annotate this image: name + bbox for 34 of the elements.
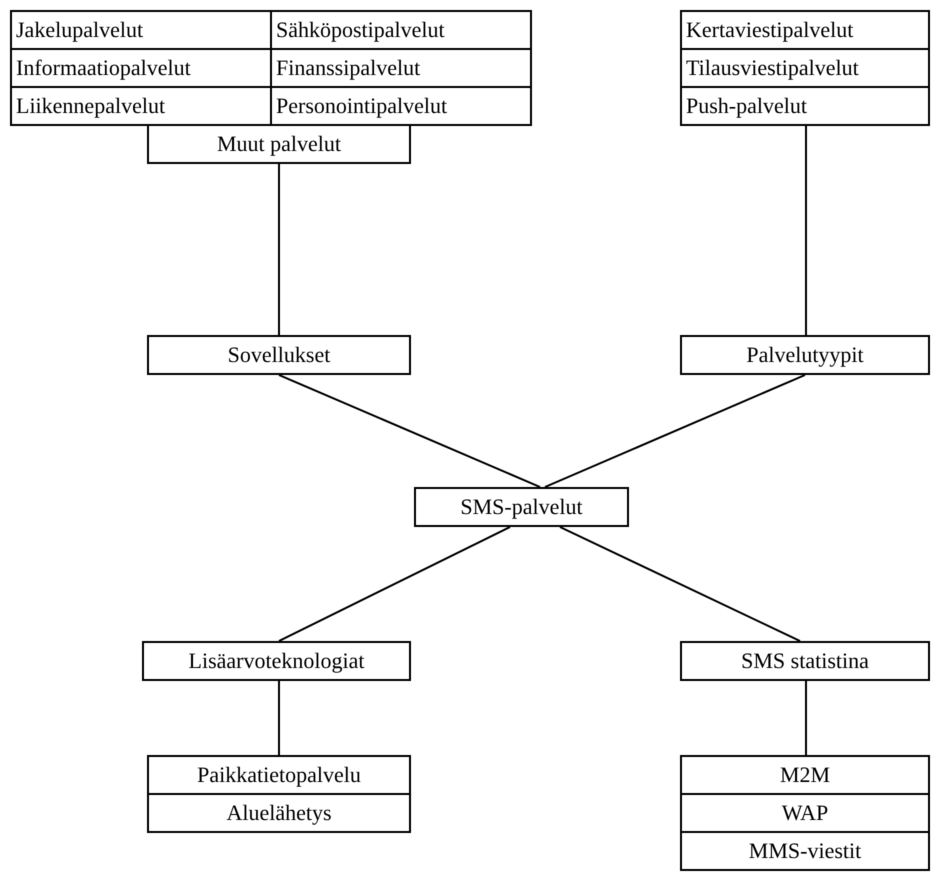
box-label: Sähköpostipalvelut xyxy=(276,17,445,43)
box-label: Personointipalvelut xyxy=(276,93,448,119)
text-box xyxy=(680,335,930,375)
box-label: Muut palvelut xyxy=(216,131,342,157)
box-label: Tilausviestipalvelut xyxy=(686,55,859,81)
connector-line xyxy=(805,681,807,755)
text-box xyxy=(414,487,629,527)
box-label: Kertaviestipalvelut xyxy=(686,17,854,43)
box-label: Jakelupalvelut xyxy=(16,17,144,43)
text-box xyxy=(142,641,411,681)
box-label: Lisäarvoteknologiat xyxy=(188,648,364,674)
box-label: Aluelähetys xyxy=(226,800,332,826)
connector-line xyxy=(560,526,800,642)
text-box xyxy=(147,335,411,375)
box-label: Liikennepalvelut xyxy=(16,93,166,119)
connector-line xyxy=(278,374,540,488)
connector-line xyxy=(278,681,280,755)
box-label: M2M xyxy=(780,762,830,788)
connector-line xyxy=(278,164,280,335)
text-box xyxy=(680,641,930,681)
box-label: SMS statistina xyxy=(741,648,869,674)
box-label: Informaatiopalvelut xyxy=(16,55,191,81)
box-label: Finanssipalvelut xyxy=(276,55,420,81)
connector-line xyxy=(278,526,510,642)
box-label: Paikkatietopalvelu xyxy=(197,762,361,788)
connector-line xyxy=(544,374,806,488)
box-label: Palvelutyypit xyxy=(746,342,864,368)
box-label: Push-palvelut xyxy=(686,93,807,119)
box-label: Sovellukset xyxy=(228,342,330,368)
box-label: MMS-viestit xyxy=(748,838,862,864)
connector-line xyxy=(805,126,807,335)
box-label: WAP xyxy=(782,800,828,826)
text-box xyxy=(147,124,411,164)
box-label: SMS-palvelut xyxy=(460,494,583,520)
